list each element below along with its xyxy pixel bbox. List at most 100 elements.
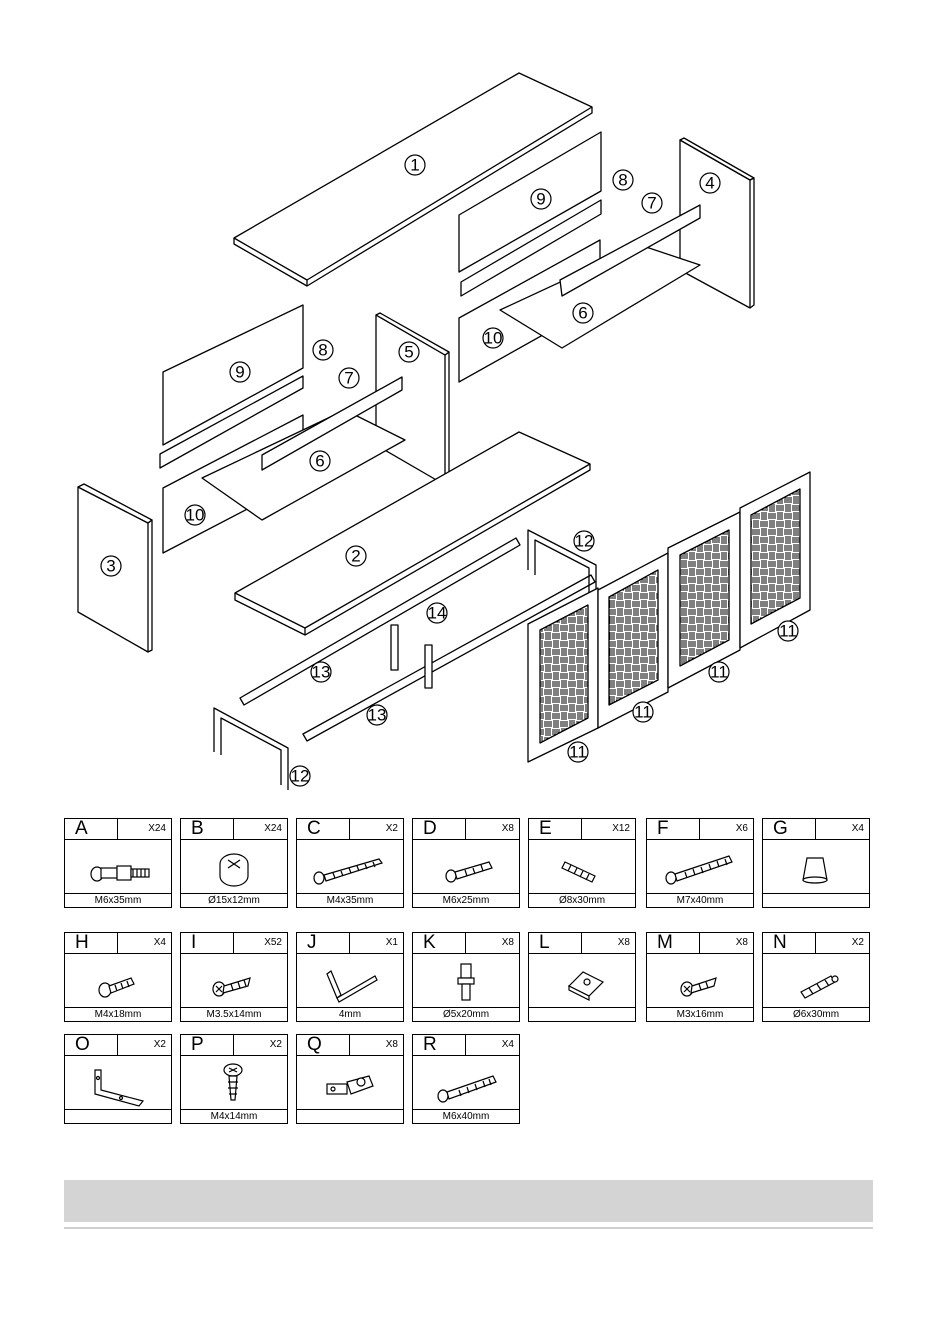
label-part-12-right: 12	[575, 532, 594, 551]
part-11-door-1	[528, 588, 598, 762]
hardware-letter: A	[75, 819, 88, 839]
hardware-quantity: X1	[386, 937, 398, 949]
hardware-size	[529, 1007, 635, 1021]
label-part-10-right: 10	[484, 329, 503, 348]
footer-bar	[64, 1180, 873, 1222]
hardware-item-b: B X24 Ø15x12mm	[180, 818, 288, 908]
hardware-letter: E	[539, 819, 552, 839]
hardware-letter: D	[423, 819, 437, 839]
hardware-item-f: F X6 M7x40mm	[646, 818, 754, 908]
hardware-item-r: R X4 M6x40mm	[412, 1034, 520, 1124]
label-part-6-left: 6	[315, 452, 324, 471]
hardware-letter: N	[773, 933, 787, 953]
hardware-size: Ø15x12mm	[181, 893, 287, 907]
hardware-quantity: X4	[154, 937, 166, 949]
label-part-14: 14	[428, 604, 447, 623]
label-part-13-front: 13	[312, 663, 331, 682]
hardware-item-p: P X2 M4x14mm	[180, 1034, 288, 1124]
hardware-quantity: X24	[148, 823, 166, 835]
label-part-2: 2	[351, 547, 360, 566]
label-part-9-left: 9	[235, 363, 244, 382]
hardware-size: 4mm	[297, 1007, 403, 1021]
hardware-quantity: X8	[618, 937, 630, 949]
label-part-11-c: 11	[710, 663, 728, 682]
label-part-6-right: 6	[578, 304, 587, 323]
label-part-11-b: 11	[634, 703, 652, 722]
hardware-quantity: X8	[502, 823, 514, 835]
label-part-8-left: 8	[318, 341, 327, 360]
bolt-icon	[413, 840, 519, 895]
hardware-letter: R	[423, 1035, 437, 1055]
round-head-screw-icon	[181, 1056, 287, 1111]
hardware-letter: M	[657, 933, 673, 953]
hardware-letter: K	[423, 933, 436, 953]
label-part-7-left: 7	[344, 369, 353, 388]
hardware-size: Ø5x20mm	[413, 1007, 519, 1021]
label-part-12-left: 12	[291, 767, 310, 786]
label-part-9-right: 9	[536, 190, 545, 209]
label-part-10-left: 10	[186, 506, 205, 525]
hinge-icon	[297, 1056, 403, 1111]
hardware-item-a: A X24 M6x35mm	[64, 818, 172, 908]
hardware-size: M6x25mm	[413, 893, 519, 907]
label-part-7-right: 7	[647, 194, 656, 213]
hardware-quantity: X4	[852, 823, 864, 835]
hardware-quantity: X12	[612, 823, 630, 835]
part-11-door-2	[598, 553, 668, 728]
hardware-quantity: X52	[264, 937, 282, 949]
hardware-quantity: X8	[386, 1039, 398, 1051]
cam-bolt-icon	[65, 840, 171, 895]
hardware-letter: J	[307, 933, 317, 953]
hardware-item-h: H X4 M4x18mm	[64, 932, 172, 1022]
label-part-1: 1	[410, 156, 419, 175]
hardware-size: Ø8x30mm	[529, 893, 635, 907]
footer-divider	[64, 1227, 873, 1229]
label-part-4: 4	[705, 174, 714, 193]
label-part-3: 3	[106, 557, 115, 576]
part-11-door-4	[740, 472, 810, 648]
hardware-size: M3x16mm	[647, 1007, 753, 1021]
hardware-size	[763, 893, 869, 907]
hardware-size: M3.5x14mm	[181, 1007, 287, 1021]
pan-screw-icon	[65, 954, 171, 1009]
small-screw-icon	[647, 954, 753, 1009]
hardware-size	[65, 1109, 171, 1123]
part-12-leg-frame-left	[214, 708, 288, 790]
hardware-size: Ø6x30mm	[763, 1007, 869, 1021]
hardware-item-n: N X2 Ø6x30mm	[762, 932, 870, 1022]
hardware-quantity: X8	[736, 937, 748, 949]
hardware-item-j: J X1 4mm	[296, 932, 404, 1022]
hardware-quantity: X24	[264, 823, 282, 835]
dowel-icon	[529, 840, 635, 895]
hardware-item-e: E X12 Ø8x30mm	[528, 818, 636, 908]
hardware-item-l: L X8	[528, 932, 636, 1022]
hardware-letter: B	[191, 819, 204, 839]
wall-plug-icon	[763, 954, 869, 1009]
hardware-size: M6x35mm	[65, 893, 171, 907]
hardware-item-i: I X52 M3.5x14mm	[180, 932, 288, 1022]
hardware-letter: G	[773, 819, 788, 839]
confirmat-screw-icon	[647, 840, 753, 895]
hardware-letter: H	[75, 933, 89, 953]
hardware-item-g: G X4	[762, 818, 870, 908]
part-11-door-3	[668, 512, 740, 688]
long-bolt-icon	[413, 1056, 519, 1111]
hardware-quantity: X2	[386, 823, 398, 835]
hardware-size	[297, 1109, 403, 1123]
hardware-letter: F	[657, 819, 669, 839]
hardware-size: M4x14mm	[181, 1109, 287, 1123]
hardware-item-d: D X8 M6x25mm	[412, 818, 520, 908]
label-part-8-right: 8	[618, 171, 627, 190]
hardware-size: M4x18mm	[65, 1007, 171, 1021]
hardware-size: M4x35mm	[297, 893, 403, 907]
label-part-11-d: 11	[779, 622, 797, 641]
exploded-assembly-diagram: 1 2 3 4 5 6 6 7 7 8 8 9 9 10 10 11 11 11…	[0, 0, 933, 800]
hardware-item-k: K X8 Ø5x20mm	[412, 932, 520, 1022]
hardware-letter: O	[75, 1035, 90, 1055]
hardware-letter: P	[191, 1035, 204, 1055]
hardware-quantity: X4	[502, 1039, 514, 1051]
corner-block-icon	[529, 954, 635, 1009]
hardware-size: M7x40mm	[647, 893, 753, 907]
allen-key-icon	[297, 954, 403, 1009]
cam-lock-icon	[181, 840, 287, 895]
